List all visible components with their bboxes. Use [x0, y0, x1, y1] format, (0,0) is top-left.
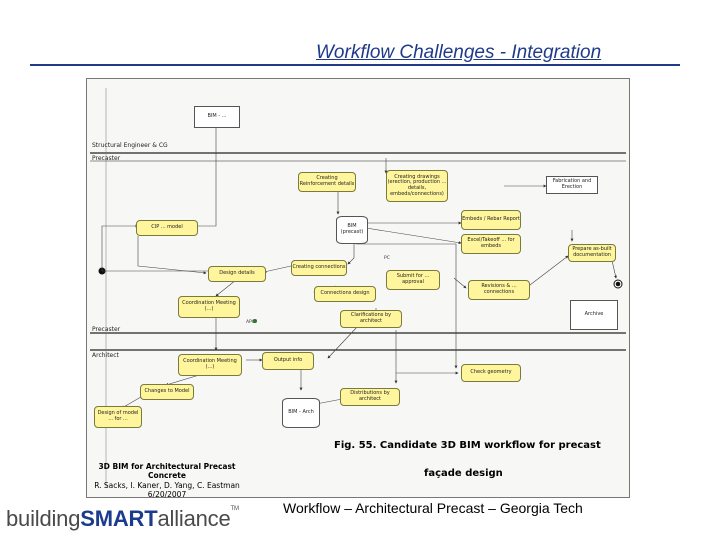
node-design-details: Design details [208, 266, 266, 282]
lane-label-architect: Architect [92, 352, 119, 359]
connector [327, 325, 359, 359]
lane-label-precaster: Precaster [92, 155, 121, 162]
lane-label-precaster-2: Precaster [92, 326, 121, 333]
junction-dot [253, 319, 257, 323]
citation-block: 3D BIM for Architectural Precast Concret… [92, 462, 242, 500]
node-fabrication-erection: Fabrication and Erection [546, 176, 598, 194]
node-bim-arch: BIM - Arch [282, 398, 320, 428]
figure-caption-line-1: Fig. 55. Candidate 3D BIM workflow for p… [334, 440, 601, 451]
logo-trademark: TM [230, 506, 239, 512]
node-excel-takeoff: Excel/Takeoff ... for embeds [461, 234, 521, 254]
figure-caption-line-2: façade design [424, 468, 503, 479]
label-apc: APC [246, 320, 255, 325]
node-cip-model: CIP ... model [136, 220, 198, 236]
node-coordination-meeting-2: Coordination Meeting (...) [178, 354, 242, 376]
node-connections-design: Connections design [314, 286, 376, 302]
connector [365, 227, 462, 245]
node-revisions: Revisions & ... connections [468, 280, 530, 300]
node-bim-precast: BIM (precast) [336, 216, 368, 244]
connector [101, 224, 139, 271]
connector [263, 265, 292, 273]
node-bim-top: BIM - ... [194, 106, 240, 128]
lane-label-structural: Structural Engineer & CG [92, 142, 168, 149]
node-archive: Archive [570, 300, 618, 330]
buildingsmart-alliance-logo: buildingSMARTallianceTM [6, 506, 239, 532]
node-creating-connections: Creating connections [291, 260, 347, 276]
node-prepare-as-built: Prepare as-built documentation [568, 244, 616, 262]
connector [196, 116, 217, 227]
workflow-diagram: Structural Engineer & CG Precaster Preca… [86, 78, 630, 498]
end-node-inner [615, 281, 621, 287]
diagram-lines [90, 88, 626, 488]
logo-part-alliance: alliance [157, 506, 231, 531]
logo-part-building: building [6, 506, 81, 531]
connector [347, 238, 355, 265]
connector [137, 236, 207, 275]
node-clarifications-1: Clarifications by architect [340, 310, 402, 328]
connector [215, 279, 237, 297]
title-rule [30, 64, 680, 66]
node-creating-drawings: Creating drawings (erection, production … [386, 170, 448, 202]
label-pc: PC [384, 256, 390, 261]
node-coordination-meeting-1: Coordination Meeting (...) [178, 296, 240, 318]
logo-part-smart: SMART [80, 506, 158, 531]
node-submit-approval: Submit for ... approval [386, 270, 440, 290]
slide-title: Workflow Challenges - Integration [316, 42, 602, 63]
citation-title-1: 3D BIM for Architectural Precast [98, 462, 236, 471]
node-creating-reinforcement: Creating Reinforcement details [298, 172, 356, 192]
slide-footer: Workflow – Architectural Precast – Georg… [283, 500, 583, 516]
node-check-geometry: Check geometry [461, 364, 521, 382]
citation-authors: R. Sacks, I. Kaner, D. Yang, C. Eastman [94, 480, 240, 490]
node-distributions: Distributions by architect [340, 388, 400, 406]
connector [356, 243, 458, 369]
citation-date: 6/20/2007 [147, 490, 187, 500]
node-changes-model: Changes to Model [140, 384, 194, 400]
node-design-model: Design of model ... for ... [94, 406, 142, 428]
node-embeds-report: Embeds / Rebar Report [461, 210, 521, 230]
node-output-info: Output info [262, 352, 314, 370]
connector [525, 255, 569, 289]
citation-title-2: Concrete [148, 471, 186, 481]
